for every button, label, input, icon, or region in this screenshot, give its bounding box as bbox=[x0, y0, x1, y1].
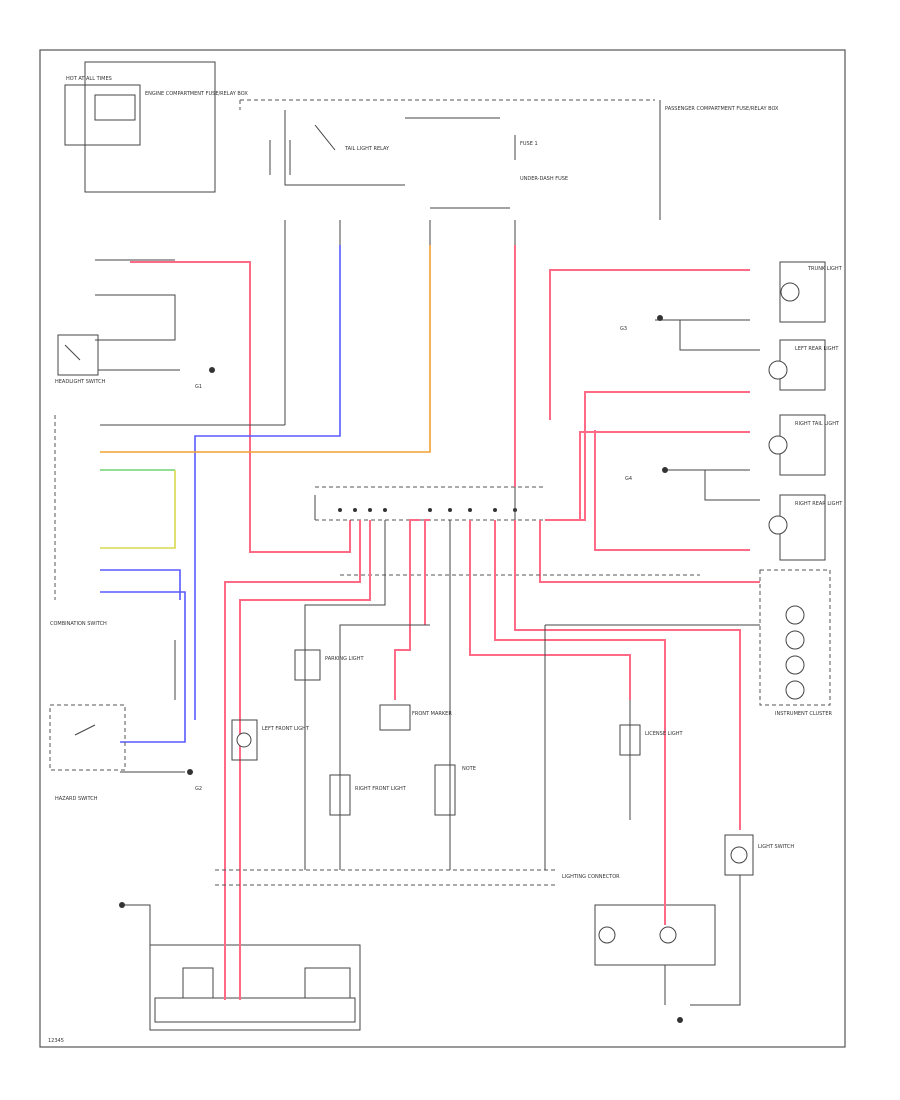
license-light: LICENSE LIGHT bbox=[619, 724, 683, 756]
red-wire-right-bottom bbox=[594, 430, 750, 551]
bottom-module bbox=[119, 902, 361, 1031]
parking-light-label: PARKING LIGHT bbox=[325, 656, 364, 662]
ground-g2: G2 bbox=[195, 786, 202, 792]
passenger-fuse-label: PASSENGER COMPARTMENT FUSE/RELAY BOX bbox=[665, 106, 779, 112]
left-front-light: LEFT FRONT LIGHT bbox=[231, 719, 310, 761]
footer-code: 12345 bbox=[48, 1038, 64, 1044]
tail-light-relay: TAIL LIGHT RELAY FUSE 1 bbox=[269, 110, 538, 186]
hot-fuse-box: HOT AT ALL TIMES ENGINE COMPARTMENT FUSE… bbox=[64, 61, 248, 193]
blue-wire-mid bbox=[100, 591, 186, 743]
red-wire-c bbox=[394, 519, 420, 700]
trunk-light: TRUNK LIGHT bbox=[779, 261, 843, 323]
left-rear-light: LEFT REAR LIGHT G3 bbox=[620, 315, 839, 391]
right-rear-light-label: RIGHT REAR LIGHT bbox=[795, 501, 843, 507]
instrument-cluster: INSTRUMENT CLUSTER bbox=[759, 569, 833, 717]
light-switch-label: LIGHT SWITCH bbox=[758, 844, 794, 850]
diagram-frame bbox=[39, 49, 846, 1048]
combination-switch-label: COMBINATION SWITCH bbox=[50, 621, 107, 627]
trunk-light-label: TRUNK LIGHT bbox=[807, 266, 843, 272]
main-connector bbox=[314, 486, 545, 521]
left-front-light-label: LEFT FRONT LIGHT bbox=[262, 726, 310, 732]
front-marker: FRONT MARKER bbox=[379, 704, 452, 731]
hot-fuse-box-label: HOT AT ALL TIMES bbox=[66, 76, 112, 82]
red-wire-cluster bbox=[539, 520, 760, 583]
headlight-switch-label: HEADLIGHT SWITCH bbox=[55, 379, 106, 385]
blue-wire-top bbox=[194, 245, 341, 720]
right-front-light: RIGHT FRONT LIGHT bbox=[329, 774, 407, 816]
ground-g4: G4 bbox=[625, 476, 632, 482]
red-wire-right-low bbox=[579, 431, 750, 520]
license-light-label: LICENSE LIGHT bbox=[645, 731, 683, 737]
instrument-cluster-label: INSTRUMENT CLUSTER bbox=[775, 711, 833, 717]
red-wire-right-top bbox=[549, 269, 750, 420]
black-wire-c bbox=[339, 624, 430, 870]
left-rear-light-label: LEFT REAR LIGHT bbox=[795, 346, 839, 352]
fuse-b-label: FUSE 1 bbox=[520, 141, 538, 147]
ground-g3: G3 bbox=[620, 326, 627, 332]
red-wire-right-mid bbox=[545, 391, 750, 521]
orange-wire bbox=[100, 245, 431, 453]
right-rear-light: RIGHT REAR LIGHT bbox=[704, 470, 843, 561]
red-wire-f bbox=[494, 520, 666, 900]
tail-light-relay-label: TAIL LIGHT RELAY bbox=[344, 146, 390, 152]
yellow-wire bbox=[100, 470, 176, 549]
right-front-light-label: RIGHT FRONT LIGHT bbox=[355, 786, 407, 792]
light-switch: LIGHT SWITCH bbox=[724, 834, 794, 876]
right-tail-light: RIGHT TAIL LIGHT G4 bbox=[625, 414, 840, 482]
red-wire-g bbox=[514, 520, 741, 830]
under-dash-label: UNDER-DASH FUSE bbox=[520, 176, 568, 182]
headlight-switch: HEADLIGHT SWITCH G1 bbox=[55, 259, 215, 390]
ground-g1: G1 bbox=[195, 384, 202, 390]
red-wire-a bbox=[224, 520, 361, 890]
black-wire-a bbox=[304, 520, 386, 870]
lighting-connector-label: LIGHTING CONNECTOR bbox=[562, 874, 620, 880]
combination-meter bbox=[594, 875, 741, 1023]
red-wire-e bbox=[469, 520, 631, 700]
blue-wire-lower bbox=[100, 569, 181, 600]
front-marker-label: FRONT MARKER bbox=[412, 711, 452, 717]
red-wire-d bbox=[424, 519, 430, 625]
note-block: NOTE bbox=[434, 764, 476, 816]
hazard-switch-label: HAZARD SWITCH bbox=[55, 796, 98, 802]
hazard-switch: HAZARD SWITCH G2 bbox=[49, 640, 202, 802]
engine-fuse-label: ENGINE COMPARTMENT FUSE/RELAY BOX bbox=[145, 91, 248, 97]
note-label: NOTE bbox=[462, 766, 476, 772]
parking-light-switch: PARKING LIGHT bbox=[294, 649, 364, 681]
red-wire-headlight bbox=[130, 261, 351, 553]
right-tail-light-label: RIGHT TAIL LIGHT bbox=[795, 421, 840, 427]
